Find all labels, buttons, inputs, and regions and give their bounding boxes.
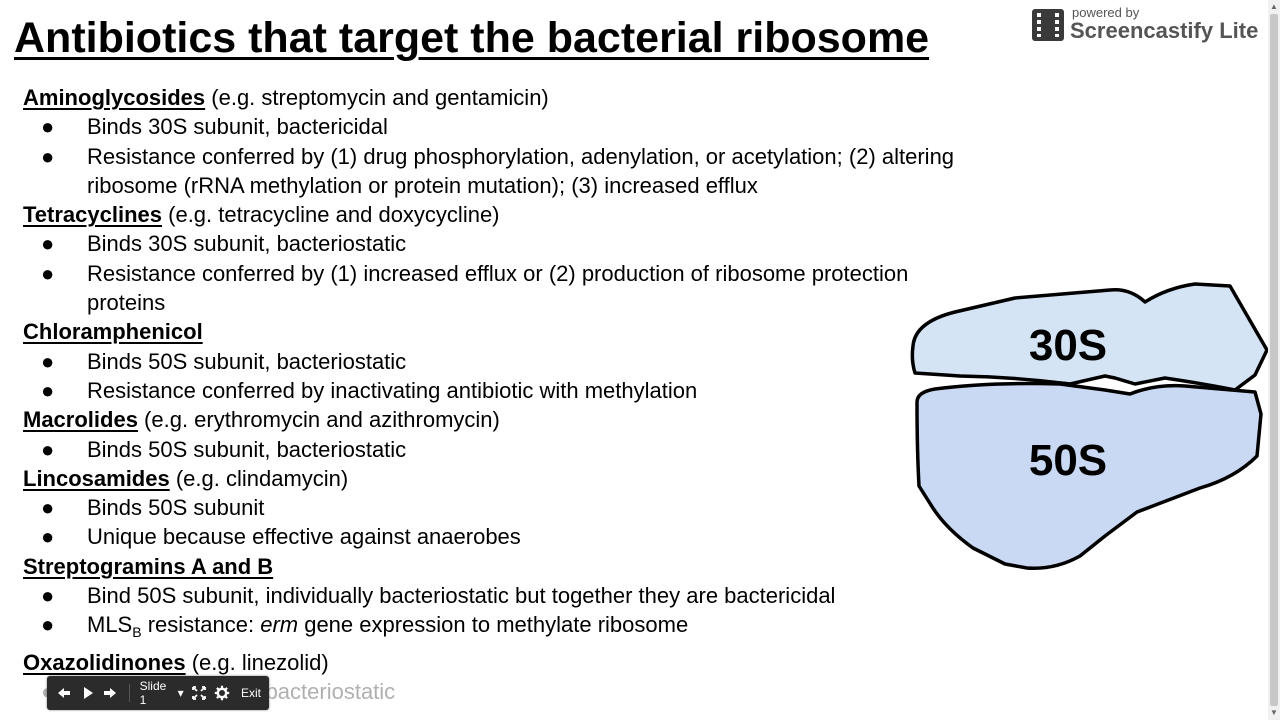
scroll-up-icon[interactable]: ▲ bbox=[1270, 2, 1278, 11]
section-streptogramins: Streptogramins A and B bbox=[23, 552, 993, 581]
bullet-icon: ● bbox=[41, 114, 55, 140]
bullet-text: Binds 50S subunit bbox=[87, 495, 265, 521]
arrow-right-icon bbox=[104, 688, 117, 698]
section-oxazolidinones: Oxazolidinones (e.g. linezolid) bbox=[23, 648, 993, 677]
slide-title: Antibiotics that target the bacterial ri… bbox=[14, 14, 930, 62]
watermark-brand: Screencastify Lite bbox=[1070, 18, 1259, 43]
section-heading: Tetracyclines bbox=[23, 202, 163, 228]
bullet-text: Binds 50S subunit, bacteriostatic bbox=[87, 348, 407, 374]
large-subunit-shape bbox=[915, 381, 1263, 570]
bullet-icon: ● bbox=[41, 495, 55, 521]
bullet-icon: ● bbox=[41, 524, 55, 550]
exit-button[interactable]: Exit bbox=[240, 686, 261, 700]
watermark-powered-by: powered by bbox=[1072, 5, 1140, 20]
list-item: ● Resistance conferred by inactivating an… bbox=[23, 376, 993, 405]
section-macrolides: Macrolides (e.g. erythromycin and azithr… bbox=[23, 405, 993, 434]
section-heading: Aminoglycosides bbox=[23, 85, 206, 110]
section-heading: Streptogramins A and B bbox=[23, 553, 274, 579]
bullet-text: Binds 50S subunit, bacteriostatic bbox=[87, 436, 407, 462]
small-subunit-label: 30S bbox=[1029, 321, 1107, 370]
vertical-scrollbar[interactable]: ▲ ▼ bbox=[1268, 0, 1280, 720]
bullet-icon: ● bbox=[41, 583, 55, 609]
mls-subscript: B bbox=[132, 624, 142, 641]
section-example: (e.g. clindamycin) bbox=[169, 465, 349, 491]
gear-icon bbox=[214, 685, 229, 701]
toolbar-divider bbox=[128, 684, 130, 702]
mls-middle: resistance: bbox=[141, 612, 261, 638]
bullet-text: Binds 30S subunit, bactericidal bbox=[87, 114, 388, 140]
film-strip-icon bbox=[1032, 9, 1064, 41]
bullet-text: Bind 50S subunit, individually bacterios… bbox=[87, 583, 836, 609]
bullet-icon: ● bbox=[41, 143, 55, 169]
previous-slide-button[interactable] bbox=[51, 676, 77, 710]
bullet-text: Unique because effective against anaerob… bbox=[87, 524, 521, 550]
list-item: ● MLSB resistance: erm gene expression to… bbox=[23, 610, 993, 647]
list-item: ● Resistance conferred by (1) increased e… bbox=[23, 259, 967, 318]
play-button[interactable] bbox=[77, 676, 98, 710]
list-item: ● Binds 50S subunit bbox=[23, 493, 993, 522]
chevron-down-icon: ▾ bbox=[177, 686, 184, 700]
bullet-text: Resistance conferred by (1) increased ef… bbox=[87, 260, 909, 316]
list-item: ● Binds 50S subunit, bacteriostatic bbox=[23, 435, 993, 464]
list-item: ● Binds 30S subunit, bacteriostatic bbox=[23, 229, 993, 258]
play-icon bbox=[83, 687, 93, 699]
bullet-text: Binds 30S subunit, bacteriostatic bbox=[87, 231, 407, 257]
bullet-icon: ● bbox=[41, 231, 55, 257]
scrollbar-thumb[interactable] bbox=[1270, 14, 1278, 706]
presentation-toolbar: Slide 1 ▾ Exit bbox=[47, 676, 269, 710]
section-aminoglycosides: Aminoglycosides (e.g. streptomycin and g… bbox=[23, 83, 993, 112]
list-item: ● Resistance conferred by (1) drug phosph… bbox=[23, 142, 993, 201]
slide-selector-label: Slide 1 bbox=[139, 679, 167, 707]
screencastify-watermark: powered by Screencastify Lite bbox=[1030, 5, 1275, 47]
section-chloramphenicol: Chloramphenicol bbox=[23, 317, 993, 346]
section-heading: Lincosamides bbox=[23, 465, 170, 491]
section-lincosamides: Lincosamides (e.g. clindamycin) bbox=[23, 464, 993, 493]
bullet-icon: ● bbox=[41, 612, 55, 638]
large-subunit-label: 50S bbox=[1029, 436, 1107, 485]
slide-selector-dropdown[interactable]: Slide 1 ▾ bbox=[136, 676, 188, 710]
section-heading: Macrolides bbox=[23, 407, 138, 433]
bullet-icon: ● bbox=[41, 348, 55, 374]
bullet-text: Resistance conferred by (1) drug phospho… bbox=[87, 143, 955, 198]
fullscreen-icon bbox=[192, 686, 206, 700]
settings-button[interactable] bbox=[210, 676, 233, 710]
section-tetracyclines: Tetracyclines (e.g. tetracycline and dox… bbox=[23, 200, 993, 229]
list-item: ● Binds 50S subunit, bacteriostatic bbox=[23, 347, 993, 376]
arrow-left-icon bbox=[58, 688, 71, 698]
mls-suffix: gene expression to methylate ribosome bbox=[298, 612, 689, 638]
section-example: (e.g. linezolid) bbox=[185, 649, 329, 675]
section-heading: Chloramphenicol bbox=[23, 319, 203, 345]
list-item: ● Unique because effective against anaero… bbox=[23, 522, 993, 551]
bullet-icon: ● bbox=[41, 377, 55, 403]
fullscreen-button[interactable] bbox=[188, 676, 211, 710]
bullet-text: Resistance conferred by inactivating ant… bbox=[87, 377, 698, 403]
bullet-icon: ● bbox=[41, 436, 55, 462]
section-example: (e.g. streptomycin and gentamicin) bbox=[205, 85, 549, 110]
scroll-down-icon[interactable]: ▼ bbox=[1270, 708, 1278, 717]
section-example: (e.g. erythromycin and azithromycin) bbox=[137, 407, 500, 433]
ribosome-diagram: 30S 50S bbox=[910, 282, 1269, 570]
slide-body: Aminoglycosides (e.g. streptomycin and g… bbox=[23, 83, 993, 706]
section-example: (e.g. tetracycline and doxycycline) bbox=[162, 202, 500, 228]
gene-name: erm bbox=[260, 612, 299, 638]
bullet-icon: ● bbox=[41, 260, 55, 286]
list-item: ● Bind 50S subunit, individually bacterio… bbox=[23, 581, 993, 610]
next-slide-button[interactable] bbox=[98, 676, 123, 710]
section-heading: Oxazolidinones bbox=[23, 649, 186, 675]
list-item: ● Binds 30S subunit, bactericidal bbox=[23, 112, 993, 141]
mls-prefix: MLS bbox=[87, 612, 133, 638]
